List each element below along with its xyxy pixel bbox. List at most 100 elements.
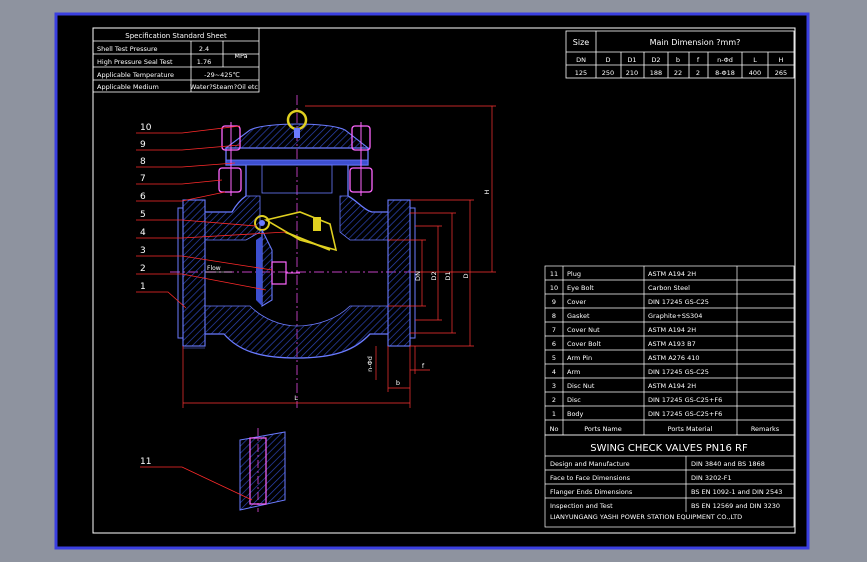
part-material: ASTM A276 410 (648, 354, 700, 362)
dimension-label-D: D (462, 273, 470, 278)
dimension-header: f (697, 56, 700, 64)
dimension-size-label: Size (573, 38, 590, 47)
drawing-title: SWING CHECK VALVES PN16 RF (590, 443, 748, 454)
dimension-header: H (779, 56, 784, 64)
dimension-table-title: Main Dimension ?mm? (650, 38, 741, 47)
flow-label: Flow (207, 265, 221, 272)
spec-row-value: 1.76 (197, 58, 211, 66)
spec-sheet-title: Specification Standard Sheet (125, 32, 227, 40)
title-row-value: BS EN 1092-1 and DIN 2543 (691, 488, 782, 496)
dimension-value: 250 (602, 69, 614, 77)
callout-line-11 (140, 466, 253, 501)
callout-lines (136, 125, 287, 309)
part-name: Plug (567, 270, 581, 278)
dimension-table (565, 30, 795, 79)
spec-row-value: Water?Steam?Oil etc (190, 83, 258, 91)
dimension-label-f: f (422, 362, 425, 370)
spec-unit: MPa (234, 52, 247, 60)
part-number: 2 (552, 396, 556, 404)
part-name: Arm (567, 368, 580, 376)
parts-header-name: Ports Name (584, 425, 622, 433)
part-number: 11 (550, 270, 558, 278)
plug-detail-view (140, 428, 286, 512)
right-flange (387, 199, 411, 347)
spec-row-value: -29~425℃ (204, 71, 240, 79)
dimension-lines (182, 105, 496, 408)
title-row-value: DIN 3202-F1 (691, 474, 732, 482)
part-number: 5 (552, 354, 556, 362)
parts-header-remarks: Remarks (751, 425, 780, 433)
spec-row-label: High Pressure Seal Test (97, 58, 173, 66)
dimension-label-D1: D1 (444, 271, 452, 280)
parts-header-no: No (550, 425, 559, 433)
part-material: DIN 17245 GS-C25 (648, 368, 709, 376)
part-name: Cover (567, 298, 586, 306)
dimension-value: 188 (650, 69, 662, 77)
dimension-header: b (676, 56, 680, 64)
dimension-value: 210 (626, 69, 638, 77)
dimension-value: 265 (775, 69, 787, 77)
dimension-header: D2 (651, 56, 660, 64)
dimension-value: 400 (749, 69, 761, 77)
body-wall-lower (204, 305, 389, 359)
dimension-label-D2: D2 (430, 271, 438, 280)
part-material: DIN 17245 GS-C25+F6 (648, 396, 722, 404)
callout-10: 10 (140, 123, 152, 133)
part-name: Disc (567, 396, 581, 404)
dimension-header: L (753, 56, 757, 64)
spec-row-value: 2.4 (199, 45, 209, 53)
seat-ring (256, 236, 262, 306)
part-material: DIN 17245 GS-C25 (648, 298, 709, 306)
title-row-label: Flanger Ends Dimensions (550, 488, 633, 496)
callout-6: 6 (140, 192, 146, 202)
callout-3: 3 (140, 246, 146, 256)
callout-11: 11 (140, 457, 151, 467)
part-number: 6 (552, 340, 556, 348)
dimension-label-DN: DN (414, 271, 422, 281)
part-material: ASTM A193 B7 (648, 340, 696, 348)
dimension-header: n-Φd (717, 56, 733, 64)
part-material: DIN 17245 GS-C25+F6 (648, 410, 722, 418)
parts-header-material: Ports Material (668, 425, 713, 433)
dimension-label-H: H (483, 189, 491, 194)
cover-bolt-right (349, 122, 373, 196)
company-name: LIANYUNGANG YASHI POWER STATION EQUIPMEN… (550, 513, 742, 521)
part-number: 8 (552, 312, 556, 320)
spec-row-label: Applicable Temperature (97, 71, 174, 79)
title-row-label: Face to Face Dimensions (550, 474, 631, 482)
part-name: Arm Pin (567, 354, 592, 362)
part-number: 3 (552, 382, 556, 390)
title-block-grid (544, 434, 795, 528)
valve-section-view: Flow (170, 95, 420, 408)
dimension-value: 125 (575, 69, 587, 77)
part-name: Gasket (567, 312, 590, 320)
dimension-header: D1 (627, 56, 636, 64)
dimension-header: D (605, 56, 610, 64)
callout-5: 5 (140, 210, 146, 220)
drawing-border (92, 27, 796, 534)
part-material: ASTM A194 2H (648, 382, 696, 390)
dimension-value: 8-Φ18 (715, 69, 735, 77)
part-material: ASTM A194 2H (648, 326, 696, 334)
dimension-label-bolt-holes: n-Φd (366, 356, 374, 372)
dimension-label-b: b (396, 379, 400, 387)
gasket (225, 159, 369, 166)
disc-open-position (313, 217, 321, 231)
part-number: 4 (552, 368, 556, 376)
cover-cavity (261, 164, 333, 194)
left-raised-face (177, 207, 184, 339)
part-name: Body (567, 410, 584, 418)
spec-sheet (92, 27, 260, 93)
part-name: Cover Nut (567, 326, 600, 334)
callout-1: 1 (140, 282, 146, 292)
dimension-value: 22 (674, 69, 682, 77)
body-wall-upper-right (339, 195, 389, 241)
part-number: 1 (552, 410, 556, 418)
part-material: ASTM A194 2H (648, 270, 696, 278)
part-name: Cover Bolt (567, 340, 601, 348)
part-name: Disc Nut (567, 382, 595, 390)
callout-8: 8 (140, 157, 146, 167)
spec-row-label: Shell Test Pressure (97, 45, 158, 53)
arm-open-position (284, 231, 331, 251)
eye-bolt-stem (294, 128, 300, 138)
